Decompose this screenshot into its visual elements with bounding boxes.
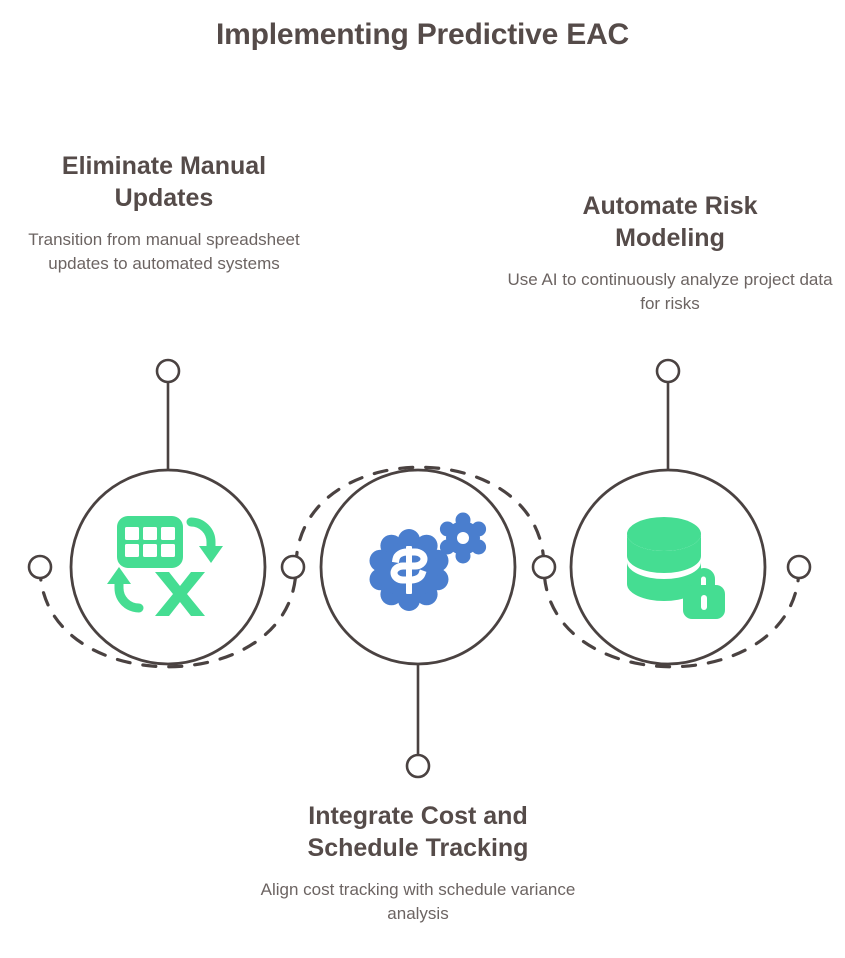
leader-cap-bottom (405, 753, 431, 779)
leader-cap-left (155, 358, 181, 384)
node-title-line2: Modeling (615, 224, 725, 252)
leader-cap-right (655, 358, 681, 384)
node-title: Automate Risk Modeling (505, 190, 835, 254)
node-description: Transition from manual spreadsheet updat… (28, 230, 300, 274)
connector-marker-end (786, 554, 812, 580)
node-title: Integrate Cost and Schedule Tracking (243, 800, 593, 864)
node-title-line1: Eliminate Manual (61, 152, 267, 180)
connector-marker-2 (531, 554, 557, 580)
node-title-line2: Schedule Tracking (307, 834, 529, 862)
node-label-eliminate-manual-updates: Eliminate Manual Updates Transition from… (14, 150, 314, 276)
node-title-line2: Updates (114, 184, 214, 212)
node-title: Eliminate Manual Updates (14, 150, 314, 214)
leader-end-caps (155, 358, 681, 779)
node-description: Align cost tracking with schedule varian… (260, 880, 576, 924)
leader-lines (166, 378, 670, 755)
node-description: Use AI to continuously analyze project d… (507, 270, 833, 314)
node-label-integrate-cost-and-schedule-tracking: Integrate Cost and Schedule Tracking Ali… (243, 800, 593, 926)
node-label-automate-risk-modeling: Automate Risk Modeling Use AI to continu… (505, 190, 835, 316)
connector-marker-start (27, 554, 53, 580)
node-title-line1: Integrate Cost and (308, 802, 528, 830)
connector-marker-1 (280, 554, 306, 580)
page-title: Implementing Predictive EAC (215, 18, 630, 51)
connector-markers (27, 554, 812, 580)
connector-path (38, 465, 801, 669)
node-title-line1: Automate Risk (582, 192, 758, 220)
